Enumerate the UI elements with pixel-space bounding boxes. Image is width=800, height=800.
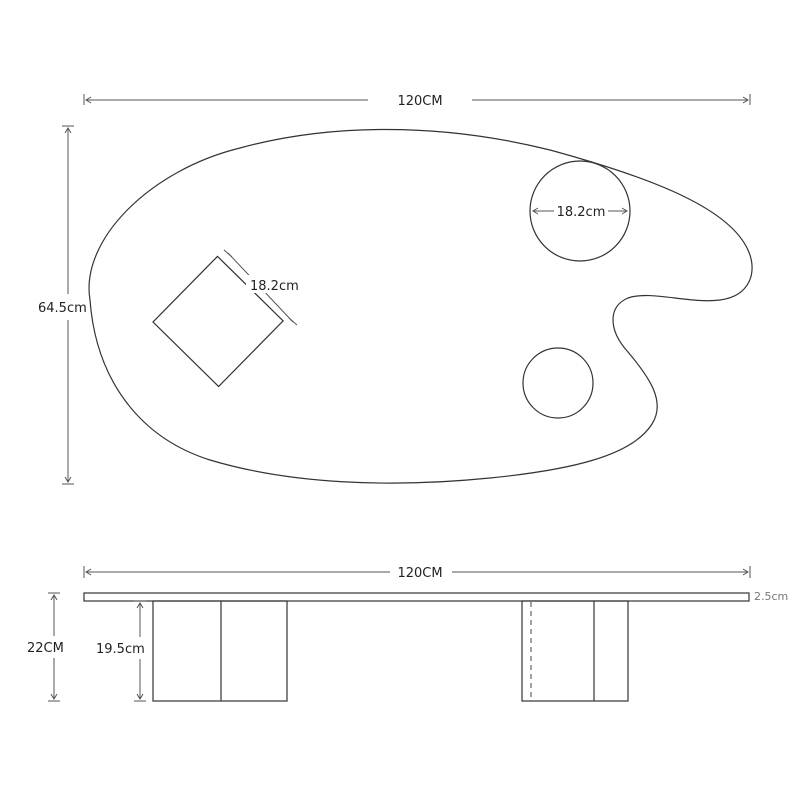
round-hole-dimension: 18.2cm	[532, 205, 628, 220]
top-width-label: 120CM	[397, 94, 442, 109]
overall-height-dimension: 22CM	[27, 592, 64, 702]
round-hole-upper	[529, 160, 631, 262]
side-view: 120CM 2.5cm 22CM	[27, 566, 788, 702]
right-leg	[521, 600, 629, 702]
tabletop-slab	[83, 592, 750, 602]
top-width-dimension: 120CM	[83, 94, 751, 109]
side-width-label: 120CM	[397, 566, 442, 581]
square-hole-label: 18.2cm	[250, 279, 299, 294]
top-thickness-label: 2.5cm	[754, 590, 788, 603]
leg-height-label: 19.5cm	[96, 642, 145, 657]
top-depth-label: 64.5cm	[38, 301, 87, 316]
side-width-dimension: 120CM	[83, 566, 751, 581]
round-hole-label: 18.2cm	[557, 205, 606, 220]
top-depth-dimension: 64.5cm	[38, 125, 87, 485]
left-leg	[152, 600, 288, 702]
square-hole-dimension: 18.2cm	[223, 249, 302, 326]
top-view: 120CM 64.5cm 18.2cm	[38, 94, 753, 485]
palette-tabletop-outline	[88, 128, 753, 484]
leg-height-dimension: 19.5cm	[96, 600, 146, 702]
overall-height-label: 22CM	[27, 641, 64, 656]
round-hole-lower	[522, 347, 594, 419]
